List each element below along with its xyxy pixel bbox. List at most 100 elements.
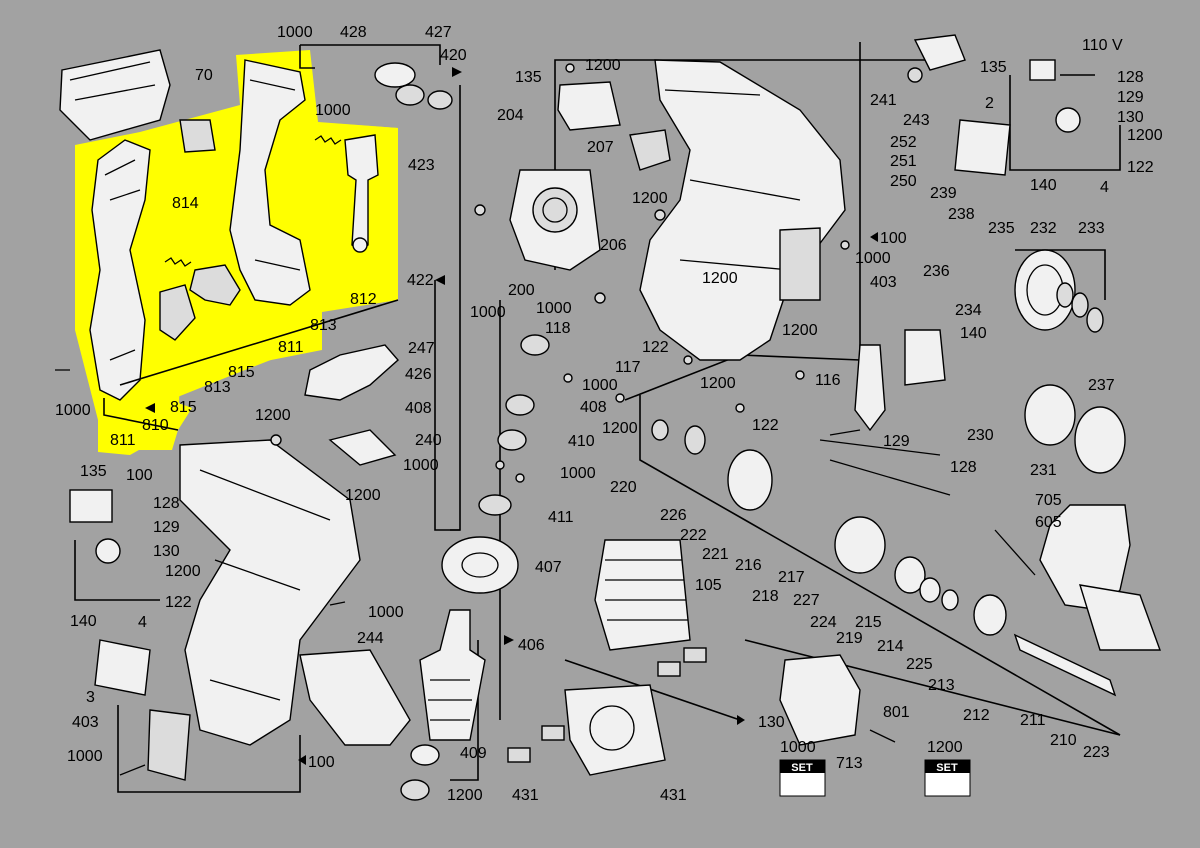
label-427: 427	[425, 24, 452, 41]
handle-half-left-icon[interactable]	[89, 139, 151, 401]
label-224: 224	[810, 614, 837, 631]
label-408: 408	[580, 399, 607, 416]
label-231: 231	[1030, 462, 1057, 479]
label-1000: 1000	[470, 304, 506, 321]
fastener-marks	[270, 63, 850, 483]
label-240: 240	[415, 432, 442, 449]
label-2: 2	[985, 95, 994, 112]
set-badge-2: SET	[924, 759, 971, 797]
label-105: 105	[695, 577, 722, 594]
label-1200: 1200	[632, 190, 668, 207]
label-140: 140	[70, 613, 97, 630]
label-238: 238	[948, 206, 975, 223]
label-1000: 1000	[582, 377, 618, 394]
screw-icon	[55, 369, 896, 776]
clutch-icon	[651, 419, 773, 511]
gear-assembly-icon[interactable]	[509, 169, 601, 271]
label-233: 233	[1078, 220, 1105, 237]
label-411: 411	[548, 509, 574, 526]
chuck-icon[interactable]	[779, 654, 861, 746]
label-247: 247	[408, 340, 435, 357]
label-4: 4	[1100, 179, 1109, 196]
label-216: 216	[735, 557, 762, 574]
label-3: 3	[86, 689, 95, 706]
label-1200: 1200	[702, 270, 738, 287]
label-118: 118	[545, 320, 571, 337]
label-135: 135	[80, 463, 107, 480]
bearing-icon	[374, 62, 550, 801]
label-1000: 1000	[403, 457, 439, 474]
label-1000: 1000	[855, 250, 891, 267]
motor-housing-icon[interactable]	[639, 59, 846, 361]
label-128: 128	[1117, 69, 1144, 86]
label-239: 239	[930, 185, 957, 202]
label-215: 215	[855, 614, 882, 631]
label-130: 130	[758, 714, 785, 731]
label-815: 815	[170, 399, 197, 416]
label-110v: 110 V	[1082, 37, 1123, 54]
set-badge-2-label: SET	[936, 762, 958, 774]
gearbox-housing-icon	[59, 49, 171, 141]
label-221: 221	[702, 546, 729, 563]
stator-icon[interactable]	[594, 539, 691, 651]
label-1200: 1200	[1127, 127, 1163, 144]
arrow-icon	[145, 67, 878, 765]
gear-icon	[1014, 249, 1104, 333]
ring-gear-231-icon	[1024, 384, 1126, 474]
label-130: 130	[1117, 109, 1144, 126]
label-407: 407	[535, 559, 562, 576]
switch-135-icon[interactable]	[557, 81, 621, 131]
bracket-244-icon	[299, 649, 411, 746]
label-420: 420	[440, 47, 467, 64]
label-129: 129	[153, 519, 180, 536]
label-220: 220	[610, 479, 637, 496]
carbon-brush-140-icon	[904, 329, 946, 386]
label-812: 812	[350, 291, 377, 308]
part-number-labels: 1000 428 427 420 1000 423 70 814 422 813…	[55, 24, 1163, 804]
label-811: 811	[110, 432, 136, 449]
label-406: 406	[518, 637, 545, 654]
lever-part-icon	[159, 264, 241, 341]
label-232: 232	[1030, 220, 1057, 237]
label-410: 410	[568, 433, 595, 450]
label-100: 100	[126, 467, 153, 484]
label-130: 130	[153, 543, 180, 560]
label-244: 244	[357, 630, 384, 647]
label-428: 428	[340, 24, 367, 41]
side-handle-icon[interactable]	[1039, 504, 1161, 651]
label-241: 241	[870, 92, 897, 109]
label-426: 426	[405, 366, 432, 383]
label-1000: 1000	[277, 24, 313, 41]
lower-housing-icon[interactable]	[179, 439, 361, 746]
label-1200: 1200	[782, 322, 818, 339]
switch-trigger-icon[interactable]	[344, 134, 379, 253]
label-235: 235	[988, 220, 1015, 237]
label-122: 122	[752, 417, 779, 434]
clip-part-icon	[179, 119, 216, 153]
label-1200: 1200	[927, 739, 963, 756]
label-225: 225	[906, 656, 933, 673]
cover-207-icon	[629, 129, 671, 171]
label-100: 100	[880, 230, 907, 247]
label-1200: 1200	[700, 375, 736, 392]
label-431: 431	[660, 787, 687, 804]
brush-holder-icon[interactable]	[564, 684, 666, 776]
label-403: 403	[72, 714, 99, 731]
armature-icon[interactable]	[419, 609, 486, 741]
label-409: 409	[460, 745, 487, 762]
label-236: 236	[923, 263, 950, 280]
label-122: 122	[1127, 159, 1154, 176]
chain-605-icon	[994, 529, 1036, 576]
label-1000: 1000	[368, 604, 404, 621]
brush-icon	[507, 647, 707, 763]
label-251: 251	[890, 153, 917, 170]
label-408: 408	[405, 400, 432, 417]
label-140: 140	[1030, 177, 1057, 194]
label-117: 117	[615, 359, 641, 376]
set-badge-1: SET	[779, 759, 826, 797]
label-70: 70	[195, 67, 213, 84]
label-705: 705	[1035, 492, 1062, 509]
handle-half-right-icon[interactable]	[229, 59, 311, 306]
label-226: 226	[660, 507, 687, 524]
label-219: 219	[836, 630, 863, 647]
